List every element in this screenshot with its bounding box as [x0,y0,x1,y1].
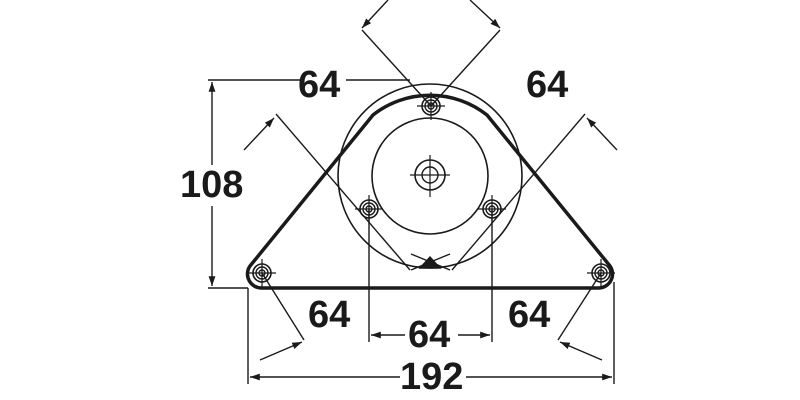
dimension-bottom-center: 64 [408,314,451,356]
dimension-bottom-right: 64 [508,294,551,336]
dimension-bottom-left: 64 [308,294,351,336]
dimension-top-left: 64 [298,64,341,106]
dimension-overall-width: 192 [400,356,464,398]
dimension-lines [208,0,618,384]
orientation-mark [410,253,451,271]
dimension-height: 108 [180,164,244,206]
center-mark [410,155,450,197]
plate-outline [245,93,615,290]
dimension-top-right: 64 [526,64,569,106]
